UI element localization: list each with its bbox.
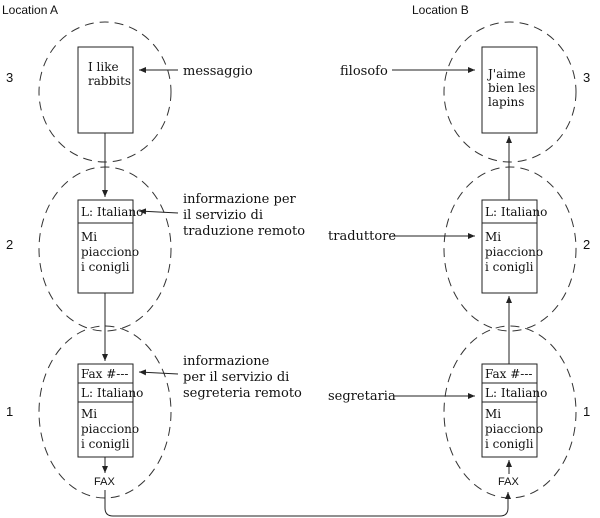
level-1-left: 1 [6,404,13,419]
message-b-line-3: lapins [488,95,524,109]
translation-b-body-3: i conigli [485,260,534,274]
level-3-left: 3 [6,70,13,85]
fax-b-header-1: Fax #--- [485,367,532,381]
fax-b-body-1: Mi [485,407,501,421]
info-traduzione-line-2: il servizio di [183,208,263,223]
filosofo-label: filosofo [340,64,388,79]
translation-b-header: L: Italiano [485,205,547,219]
message-box-a [77,46,134,134]
message-a-line-2: rabbits [88,74,131,88]
translation-b-body-1: Mi [485,230,501,244]
info-segreteria-line-2: per il servizio di [183,370,289,385]
translation-a-body-2: piacciono [81,245,139,259]
segretaria-label: segretaria [328,389,396,404]
fax-b-header-2: L: Italiano [485,386,547,400]
messaggio-label: messaggio [183,64,253,79]
info-traduzione-line-3: traduzione remoto [183,224,305,239]
fax-b-body-2: piacciono [485,422,543,436]
translation-box-b [481,199,538,294]
translation-b-body-2: piacciono [485,245,543,259]
level-2-right: 2 [583,237,590,252]
fax-b-body-3: i conigli [485,437,534,451]
fax-box-a [77,363,134,458]
message-b-line-1: J'aime [486,67,526,81]
fax-a-header-1: Fax #--- [81,367,128,381]
layer-1-ellipse-a [38,325,172,499]
fax-a-label: FAX [94,476,115,488]
info-segreteria-line-3: segreteria remoto [183,386,302,401]
arrow-info-segreteria [138,369,179,376]
level-1-right: 1 [583,404,590,419]
level-3-right: 3 [583,70,590,85]
layer-2-ellipse-b [443,166,577,332]
fax-b-label: FAX [498,476,519,488]
info-traduzione-line-1: informazione per [183,192,297,207]
location-b-label: Location B [412,3,469,17]
level-2-left: 2 [6,237,13,252]
layer-1-ellipse-b [443,325,577,499]
fax-transmission-line [104,490,511,517]
message-box-b [481,46,538,134]
info-segreteria-line-1: informazione [183,354,270,369]
fax-a-body-1: Mi [81,407,97,421]
fax-a-header-2: L: Italiano [81,386,143,400]
message-a-line-1: I like [88,60,119,74]
arrow-info-traduzione [138,208,179,215]
translation-a-body-3: i conigli [81,260,130,274]
translation-a-header: L: Italiano [81,205,143,219]
fax-a-body-2: piacciono [81,422,139,436]
message-b-line-2: bien les [488,81,535,95]
translation-a-body-1: Mi [81,230,97,244]
fax-a-body-3: i conigli [81,437,130,451]
layer-3-ellipse-b [443,21,577,163]
location-a-label: Location A [2,3,58,17]
traduttore-label: traduttore [328,229,396,244]
